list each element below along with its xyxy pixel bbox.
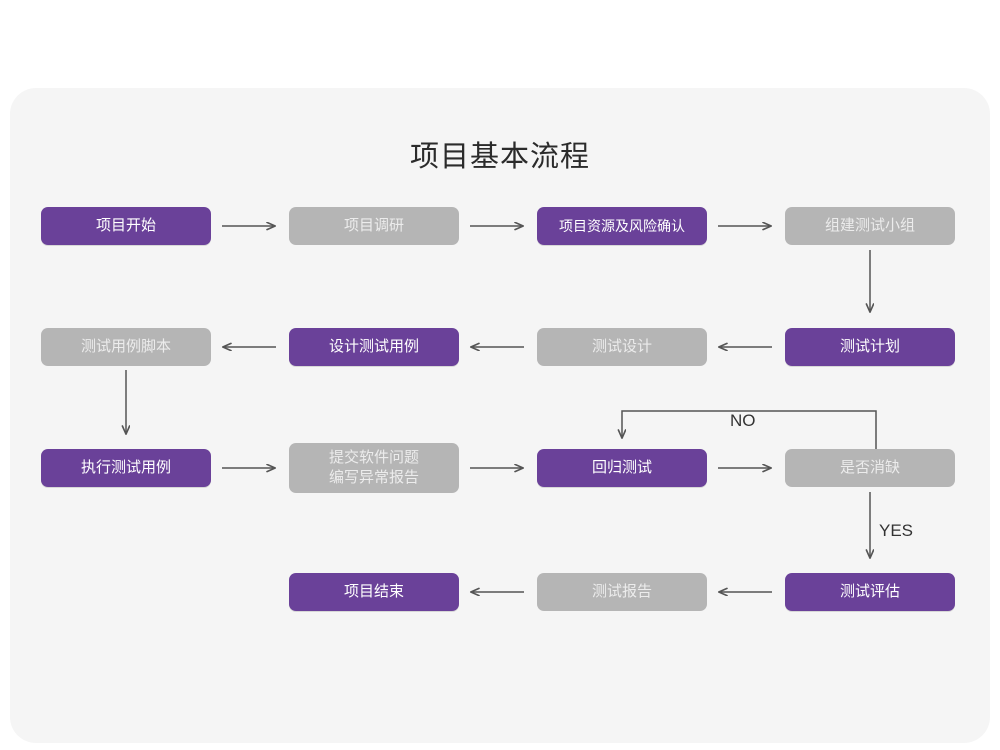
node-label: 测试报告 xyxy=(591,582,652,600)
node-test-design[interactable]: 测试设计 xyxy=(537,328,707,366)
node-label: 执行测试用例 xyxy=(80,458,171,476)
node-design-test-case[interactable]: 设计测试用例 xyxy=(289,328,459,366)
node-project-research[interactable]: 项目调研 xyxy=(289,207,459,245)
node-test-report[interactable]: 测试报告 xyxy=(537,573,707,611)
node-build-test-team[interactable]: 组建测试小组 xyxy=(785,207,955,245)
node-label: 测试设计 xyxy=(591,337,652,355)
node-project-start[interactable]: 项目开始 xyxy=(41,207,211,245)
flowchart-card xyxy=(10,88,990,743)
page-title: 项目基本流程 xyxy=(409,141,590,173)
node-test-case-script[interactable]: 测试用例脚本 xyxy=(41,328,211,366)
node-label: 测试评估 xyxy=(839,582,900,600)
node-execute-test-case[interactable]: 执行测试用例 xyxy=(41,449,211,487)
node-label: 组建测试小组 xyxy=(824,216,915,234)
edge-label-yes: YES xyxy=(879,521,914,540)
node-label: 项目结束 xyxy=(343,582,404,600)
node-defect-cleared-decision[interactable]: 是否消缺 xyxy=(785,449,955,487)
node-project-end[interactable]: 项目结束 xyxy=(289,573,459,611)
node-resource-risk-confirm[interactable]: 项目资源及风险确认 xyxy=(537,207,707,245)
node-label: 回归测试 xyxy=(591,458,652,476)
node-label: 设计测试用例 xyxy=(328,337,419,355)
node-label: 项目资源及风险确认 xyxy=(559,217,685,234)
node-submit-issue-report[interactable]: 提交软件问题 编写异常报告 xyxy=(289,443,459,493)
node-label: 是否消缺 xyxy=(839,458,900,476)
node-label: 项目开始 xyxy=(95,216,156,234)
node-label: 测试用例脚本 xyxy=(80,337,171,355)
node-label: 提交软件问题 编写异常报告 xyxy=(328,448,419,486)
edge-label-no: NO xyxy=(730,411,756,430)
node-label: 项目调研 xyxy=(343,216,404,234)
node-regression-test[interactable]: 回归测试 xyxy=(537,449,707,487)
node-test-plan[interactable]: 测试计划 xyxy=(785,328,955,366)
node-test-evaluation[interactable]: 测试评估 xyxy=(785,573,955,611)
node-label: 测试计划 xyxy=(839,337,900,355)
